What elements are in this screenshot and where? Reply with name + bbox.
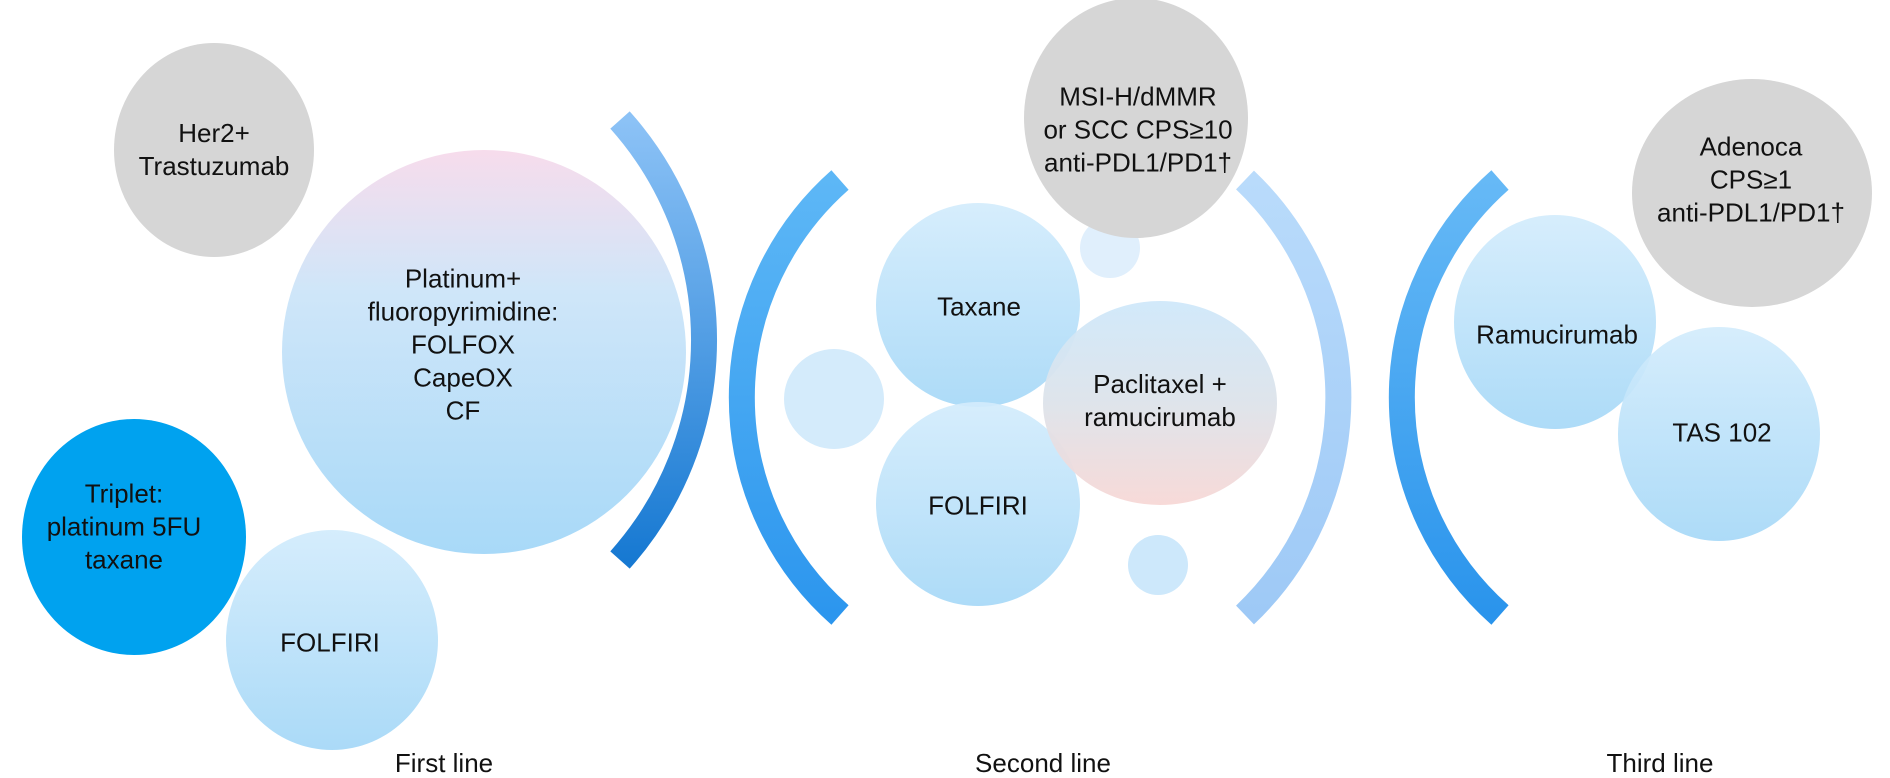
tas102-bubble — [1618, 327, 1820, 541]
decorative-dot — [1128, 535, 1188, 595]
decorative-dot — [784, 349, 884, 449]
taxane-bubble — [876, 203, 1080, 407]
first-line-folfiri-label: FOLFIRI — [280, 627, 380, 658]
triplet-label: Triplet: platinum 5FU taxane — [46, 478, 202, 575]
first-line-closing-bracket — [610, 111, 718, 569]
second-line-folfiri-label: FOLFIRI — [928, 490, 1028, 521]
paclitaxel-ramucirumab-label: Paclitaxel + ramucirumab — [1084, 369, 1236, 432]
triplet-bubble — [22, 419, 246, 655]
paclitaxel-ramucirumab-bubble — [1043, 301, 1277, 505]
msi-label: MSI-H/dMMR or SCC CPS≥10 anti-PDL1/PD1† — [1043, 81, 1233, 178]
third-line-opening-bracket — [1388, 170, 1509, 625]
ramucirumab-label: Ramucirumab — [1476, 319, 1638, 350]
her2-bubble — [114, 43, 314, 257]
ramucirumab-bubble — [1454, 215, 1656, 429]
third-line-caption: Third line — [1606, 748, 1714, 778]
adenoca-label: Adenoca CPS≥1 anti-PDL1/PD1† — [1657, 131, 1845, 228]
platinum-bubble — [282, 150, 686, 554]
platinum-label: Platinum+ fluoropyrimidine: FOLFOX CapeO… — [367, 263, 559, 426]
her2-label: Her2+ Trastuzumab — [138, 118, 290, 181]
second-line-closing-bracket — [1236, 170, 1352, 625]
tas102-label: TAS 102 — [1672, 417, 1772, 448]
taxane-label: Taxane — [937, 291, 1021, 322]
adenoca-bubble — [1632, 79, 1872, 307]
msi-bubble — [1024, 0, 1248, 238]
first-line-folfiri-bubble — [226, 530, 438, 750]
second-line-caption: Second line — [975, 748, 1111, 778]
second-line-folfiri-bubble — [876, 402, 1080, 606]
first-line-caption: First line — [394, 748, 494, 778]
second-line-opening-bracket — [728, 170, 849, 625]
